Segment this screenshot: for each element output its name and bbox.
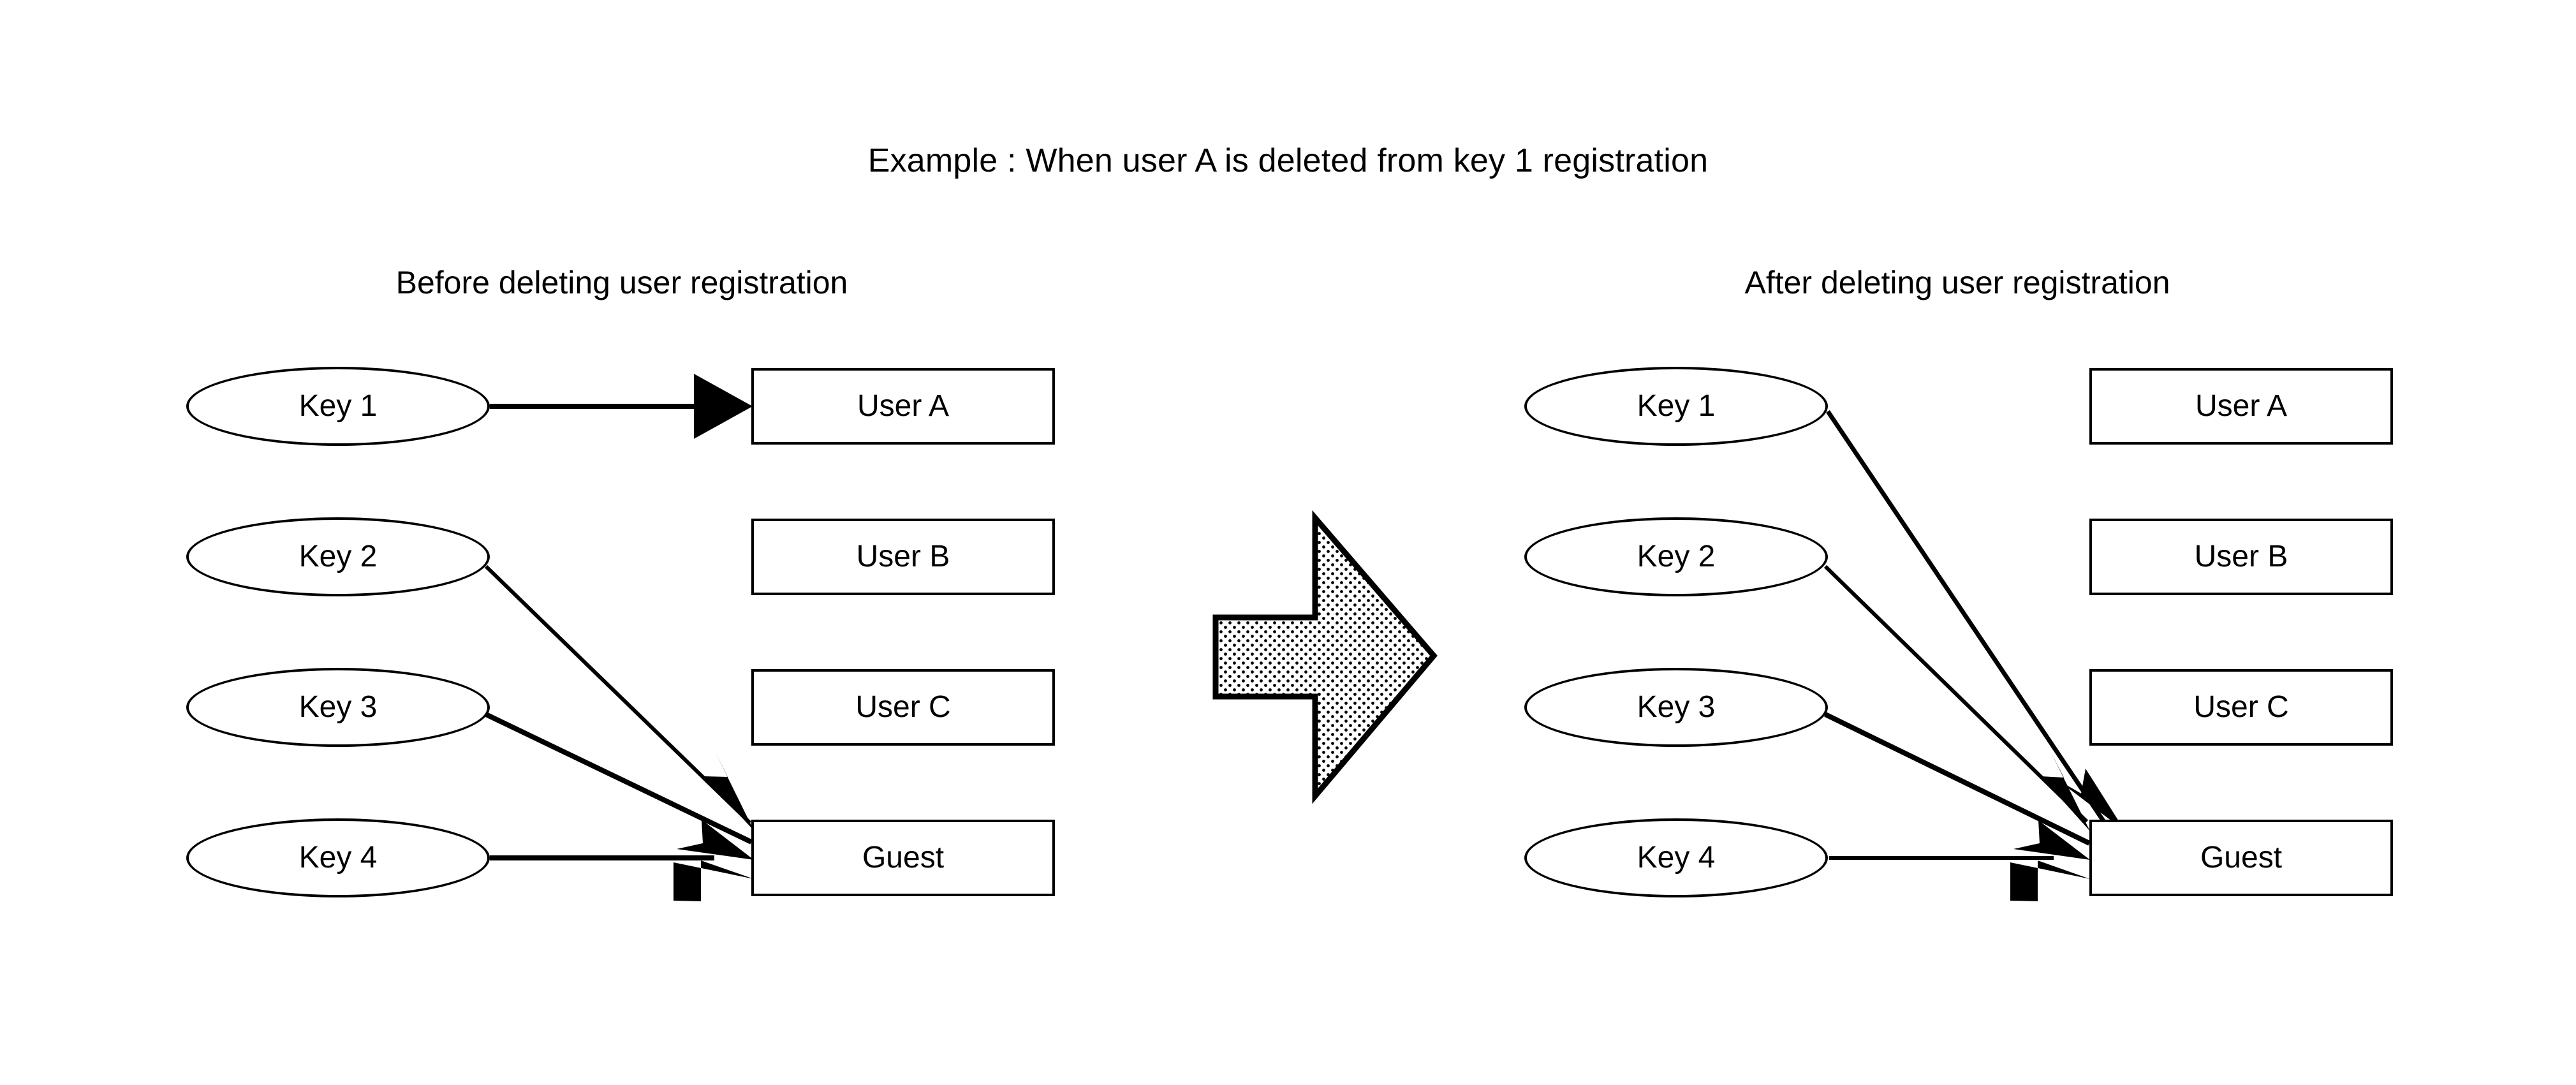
node-after-user-c[interactable]: User C: [2089, 669, 2393, 746]
panel-heading-after: After deleting user registration: [1744, 265, 2170, 300]
node-before-key-3[interactable]: Key 3: [186, 668, 490, 747]
arrowhead-right-key1-guest: [2057, 769, 2125, 831]
edge-right-key1-guest: [1826, 410, 2107, 824]
edge-left-key3-guest: [485, 712, 753, 845]
node-before-key-4[interactable]: Key 4: [186, 818, 490, 897]
node-label: User B: [856, 540, 950, 573]
edge-right-key3-guest: [1824, 712, 2091, 846]
arrowhead-right-key4-guest: [2010, 860, 2090, 901]
node-label: Key 1: [298, 389, 378, 423]
node-before-user-a[interactable]: User A: [751, 368, 1055, 445]
node-label: User C: [2193, 690, 2289, 724]
node-label: Key 3: [1637, 690, 1716, 724]
arrowhead-right-key2-guest: [2041, 753, 2090, 831]
node-label: User B: [2194, 540, 2288, 573]
arrowhead-left-key4-guest: [673, 860, 754, 901]
arrowhead-left-key1-usera: [694, 374, 753, 439]
node-label: Key 3: [298, 690, 378, 724]
node-after-key-1[interactable]: Key 1: [1524, 367, 1828, 446]
node-after-key-4[interactable]: Key 4: [1524, 818, 1828, 897]
node-label: Key 4: [1637, 841, 1716, 875]
node-after-user-a[interactable]: User A: [2089, 368, 2393, 445]
arrowhead-right-key3-guest: [2013, 820, 2090, 860]
arrowhead-left-key2-guest: [703, 753, 754, 830]
node-after-key-3[interactable]: Key 3: [1524, 668, 1828, 747]
node-label: Key 4: [298, 841, 378, 875]
arrowhead-left-key3-guest: [677, 820, 754, 860]
node-before-key-1[interactable]: Key 1: [186, 367, 490, 446]
node-label: Guest: [2200, 841, 2283, 875]
node-before-guest[interactable]: Guest: [751, 820, 1055, 896]
node-before-user-c[interactable]: User C: [751, 669, 1055, 746]
node-before-user-b[interactable]: User B: [751, 519, 1055, 595]
node-label: User C: [855, 690, 951, 724]
edge-right-key2-guest: [1823, 565, 2089, 823]
node-label: Key 1: [1637, 389, 1716, 423]
node-after-user-b[interactable]: User B: [2089, 519, 2393, 595]
node-label: User A: [857, 389, 950, 423]
page-title: Example : When user A is deleted from ke…: [867, 142, 1709, 179]
node-before-key-2[interactable]: Key 2: [186, 517, 490, 596]
node-label: User A: [2195, 389, 2288, 423]
node-after-guest[interactable]: Guest: [2089, 820, 2393, 896]
panel-heading-before: Before deleting user registration: [395, 265, 848, 300]
node-label: Key 2: [298, 540, 378, 573]
node-after-key-2[interactable]: Key 2: [1524, 517, 1828, 596]
node-label: Guest: [862, 841, 945, 875]
node-label: Key 2: [1637, 540, 1716, 573]
transition-arrow-icon: [1212, 510, 1438, 804]
edge-left-key2-guest: [484, 565, 752, 825]
